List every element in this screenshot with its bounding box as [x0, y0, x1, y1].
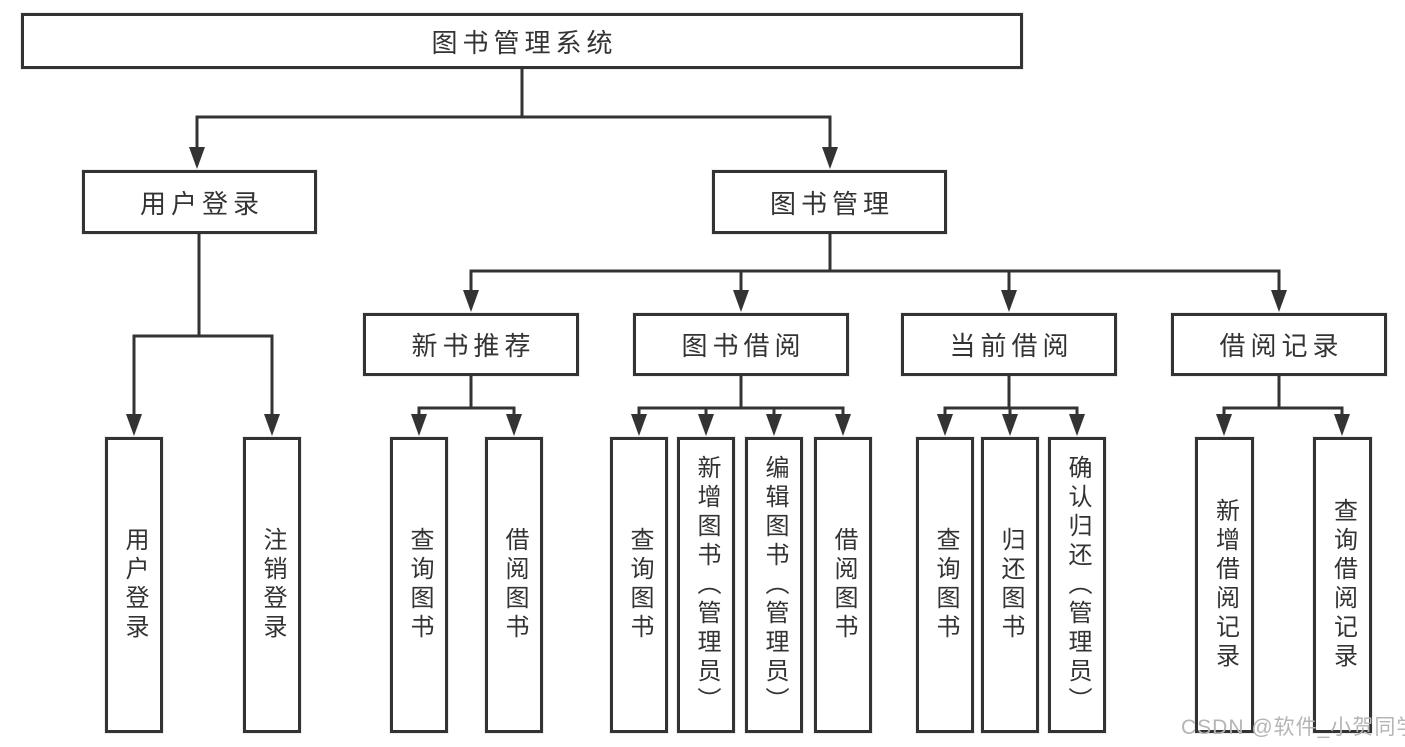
leaf-label: 编辑图书（管理员）: [761, 454, 788, 716]
node-label: 图书管理: [769, 188, 894, 219]
node-library-management-system: 图书管理系统: [21, 13, 1023, 69]
node-label: 新书推荐: [411, 331, 536, 361]
leaf-label: 查询图书: [932, 527, 959, 643]
leaf-label: 注销登录: [259, 527, 286, 643]
leaf-label: 查询借阅记录: [1329, 498, 1357, 672]
node-borrowing-records: 借阅记录: [1171, 313, 1387, 376]
node-current-borrowing: 当前借阅: [901, 313, 1117, 376]
leaf-add-books-admin: 新增图书（管理员）: [677, 437, 735, 733]
leaf-label: 查询图书: [406, 527, 433, 643]
arrow-heads: [126, 147, 1350, 436]
leaf-user-login: 用户登录: [105, 437, 163, 733]
leaf-label: 新增借阅记录: [1211, 498, 1239, 672]
leaf-query-borrow-record: 查询借阅记录: [1313, 437, 1372, 733]
leaf-query-books-current: 查询图书: [916, 437, 974, 733]
node-user-login: 用户登录: [82, 170, 317, 234]
node-label: 借阅记录: [1219, 331, 1344, 361]
node-new-book-recommend: 新书推荐: [363, 313, 579, 376]
leaf-label: 用户登录: [121, 527, 148, 643]
leaf-label: 借阅图书: [830, 527, 857, 643]
leaf-label: 归还图书: [997, 527, 1024, 643]
leaf-query-books-recommend: 查询图书: [390, 437, 448, 733]
leaf-label: 新增图书（管理员）: [693, 454, 720, 716]
node-book-borrowing: 图书借阅: [633, 313, 849, 376]
node-book-management: 图书管理: [712, 170, 947, 234]
leaf-label: 借阅图书: [501, 527, 528, 643]
node-label: 图书管理系统: [431, 27, 618, 58]
csdn-watermark: CSDN @软件_小贺同学: [1181, 716, 1405, 739]
node-label: 当前借阅: [949, 331, 1074, 361]
leaf-borrow-books: 借阅图书: [814, 437, 872, 733]
leaf-label: 确认归还（管理员）: [1064, 454, 1091, 716]
node-label: 用户登录: [139, 188, 264, 219]
leaf-query-books-borrowing: 查询图书: [610, 437, 668, 733]
leaf-add-borrow-record: 新增借阅记录: [1195, 437, 1254, 733]
leaf-label: 查询图书: [626, 527, 653, 643]
leaf-confirm-return-admin: 确认归还（管理员）: [1048, 437, 1106, 733]
node-label: 图书借阅: [681, 331, 806, 361]
leaf-return-books: 归还图书: [981, 437, 1039, 733]
leaf-borrow-books-recommend: 借阅图书: [485, 437, 543, 733]
leaf-edit-books-admin: 编辑图书（管理员）: [745, 437, 803, 733]
leaf-logout: 注销登录: [243, 437, 301, 733]
